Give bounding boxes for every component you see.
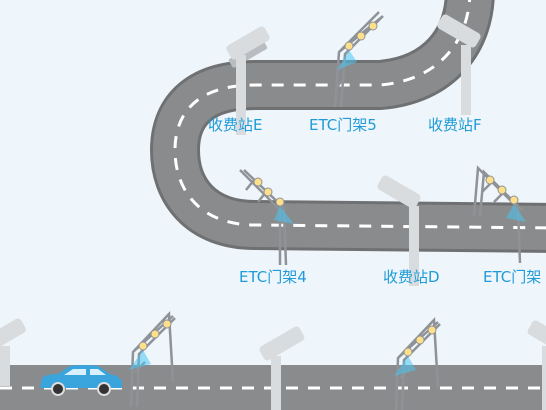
car-icon <box>40 365 122 396</box>
overpass-bridge-left-partial <box>0 318 26 386</box>
etc-gantry-4 <box>239 169 294 266</box>
etc-gantry-bottom-right <box>394 317 441 410</box>
overpass-bridge-right-partial <box>527 320 546 410</box>
etc-gantry-right <box>472 165 526 264</box>
etc-gantry-5 <box>333 11 384 108</box>
etc-gantry-5-label: ETC门架5 <box>309 116 377 134</box>
etc-gantry-bottom-left <box>129 311 176 408</box>
overpass-bridge-e <box>226 26 270 135</box>
toll-station-e-label: 收费站E <box>208 116 263 134</box>
etc-gantry-4-label: ETC门架4 <box>239 268 307 286</box>
serpentine-lane-marking <box>173 0 546 230</box>
overpass-bridge-d <box>377 175 421 286</box>
toll-station-f-label: 收费站F <box>428 116 482 134</box>
toll-station-d-label: 收费站D <box>383 268 440 286</box>
etc-gantry-partial-label: ETC门架 <box>483 268 542 286</box>
overpass-bridge-f <box>437 14 481 115</box>
overpass-bridge-bottom <box>259 326 305 410</box>
